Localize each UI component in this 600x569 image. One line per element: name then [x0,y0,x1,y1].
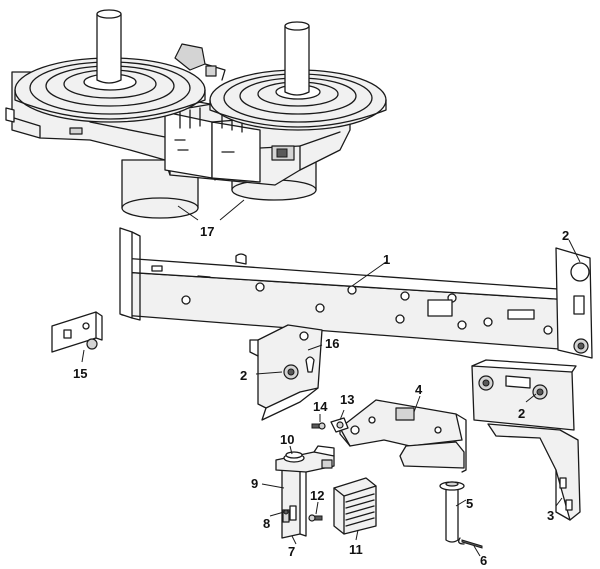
label-3: 3 [547,508,554,523]
part-10-spring [283,451,305,463]
part-12-screw [308,514,323,522]
part-4-carriage-plate [339,399,467,473]
label-1: 1 [383,252,390,267]
label-6: 6 [480,553,487,568]
leader-lines [81,199,581,557]
label-11: 11 [349,542,363,557]
label-17: 17 [200,224,214,239]
label-14: 14 [313,399,328,414]
part-2-bolt-top [570,262,590,282]
label-12: 12 [310,488,324,503]
part-6-clip [458,537,483,549]
part-11-ribbed-block [333,477,377,535]
label-9: 9 [251,476,258,491]
label-4: 4 [415,382,423,397]
label-2-right-plate: 2 [518,406,525,421]
part-1-main-rail [119,227,593,359]
part-15-small-plate [51,311,103,353]
part-3-angle-bracket [487,423,581,521]
label-16: 16 [325,336,339,351]
part-14-screw [311,422,326,430]
part-5-pin [439,481,465,543]
part-2-right-plate-bolts [471,359,577,431]
label-13: 13 [340,392,354,407]
label-2-bracket: 2 [240,368,247,383]
part-16-keyhole-bracket [249,324,323,421]
label-7: 7 [288,544,295,559]
part-7-bracket [281,465,307,539]
label-10: 10 [280,432,294,447]
label-5: 5 [466,496,473,511]
callout-labels: 17 1 2 2 2 16 15 4 14 13 10 9 12 8 7 11 … [73,224,569,568]
part-17-drive-assembly [5,9,387,219]
part-13-washer [330,417,349,433]
label-8: 8 [263,516,270,531]
label-2-top-right: 2 [562,228,569,243]
label-15: 15 [73,366,87,381]
